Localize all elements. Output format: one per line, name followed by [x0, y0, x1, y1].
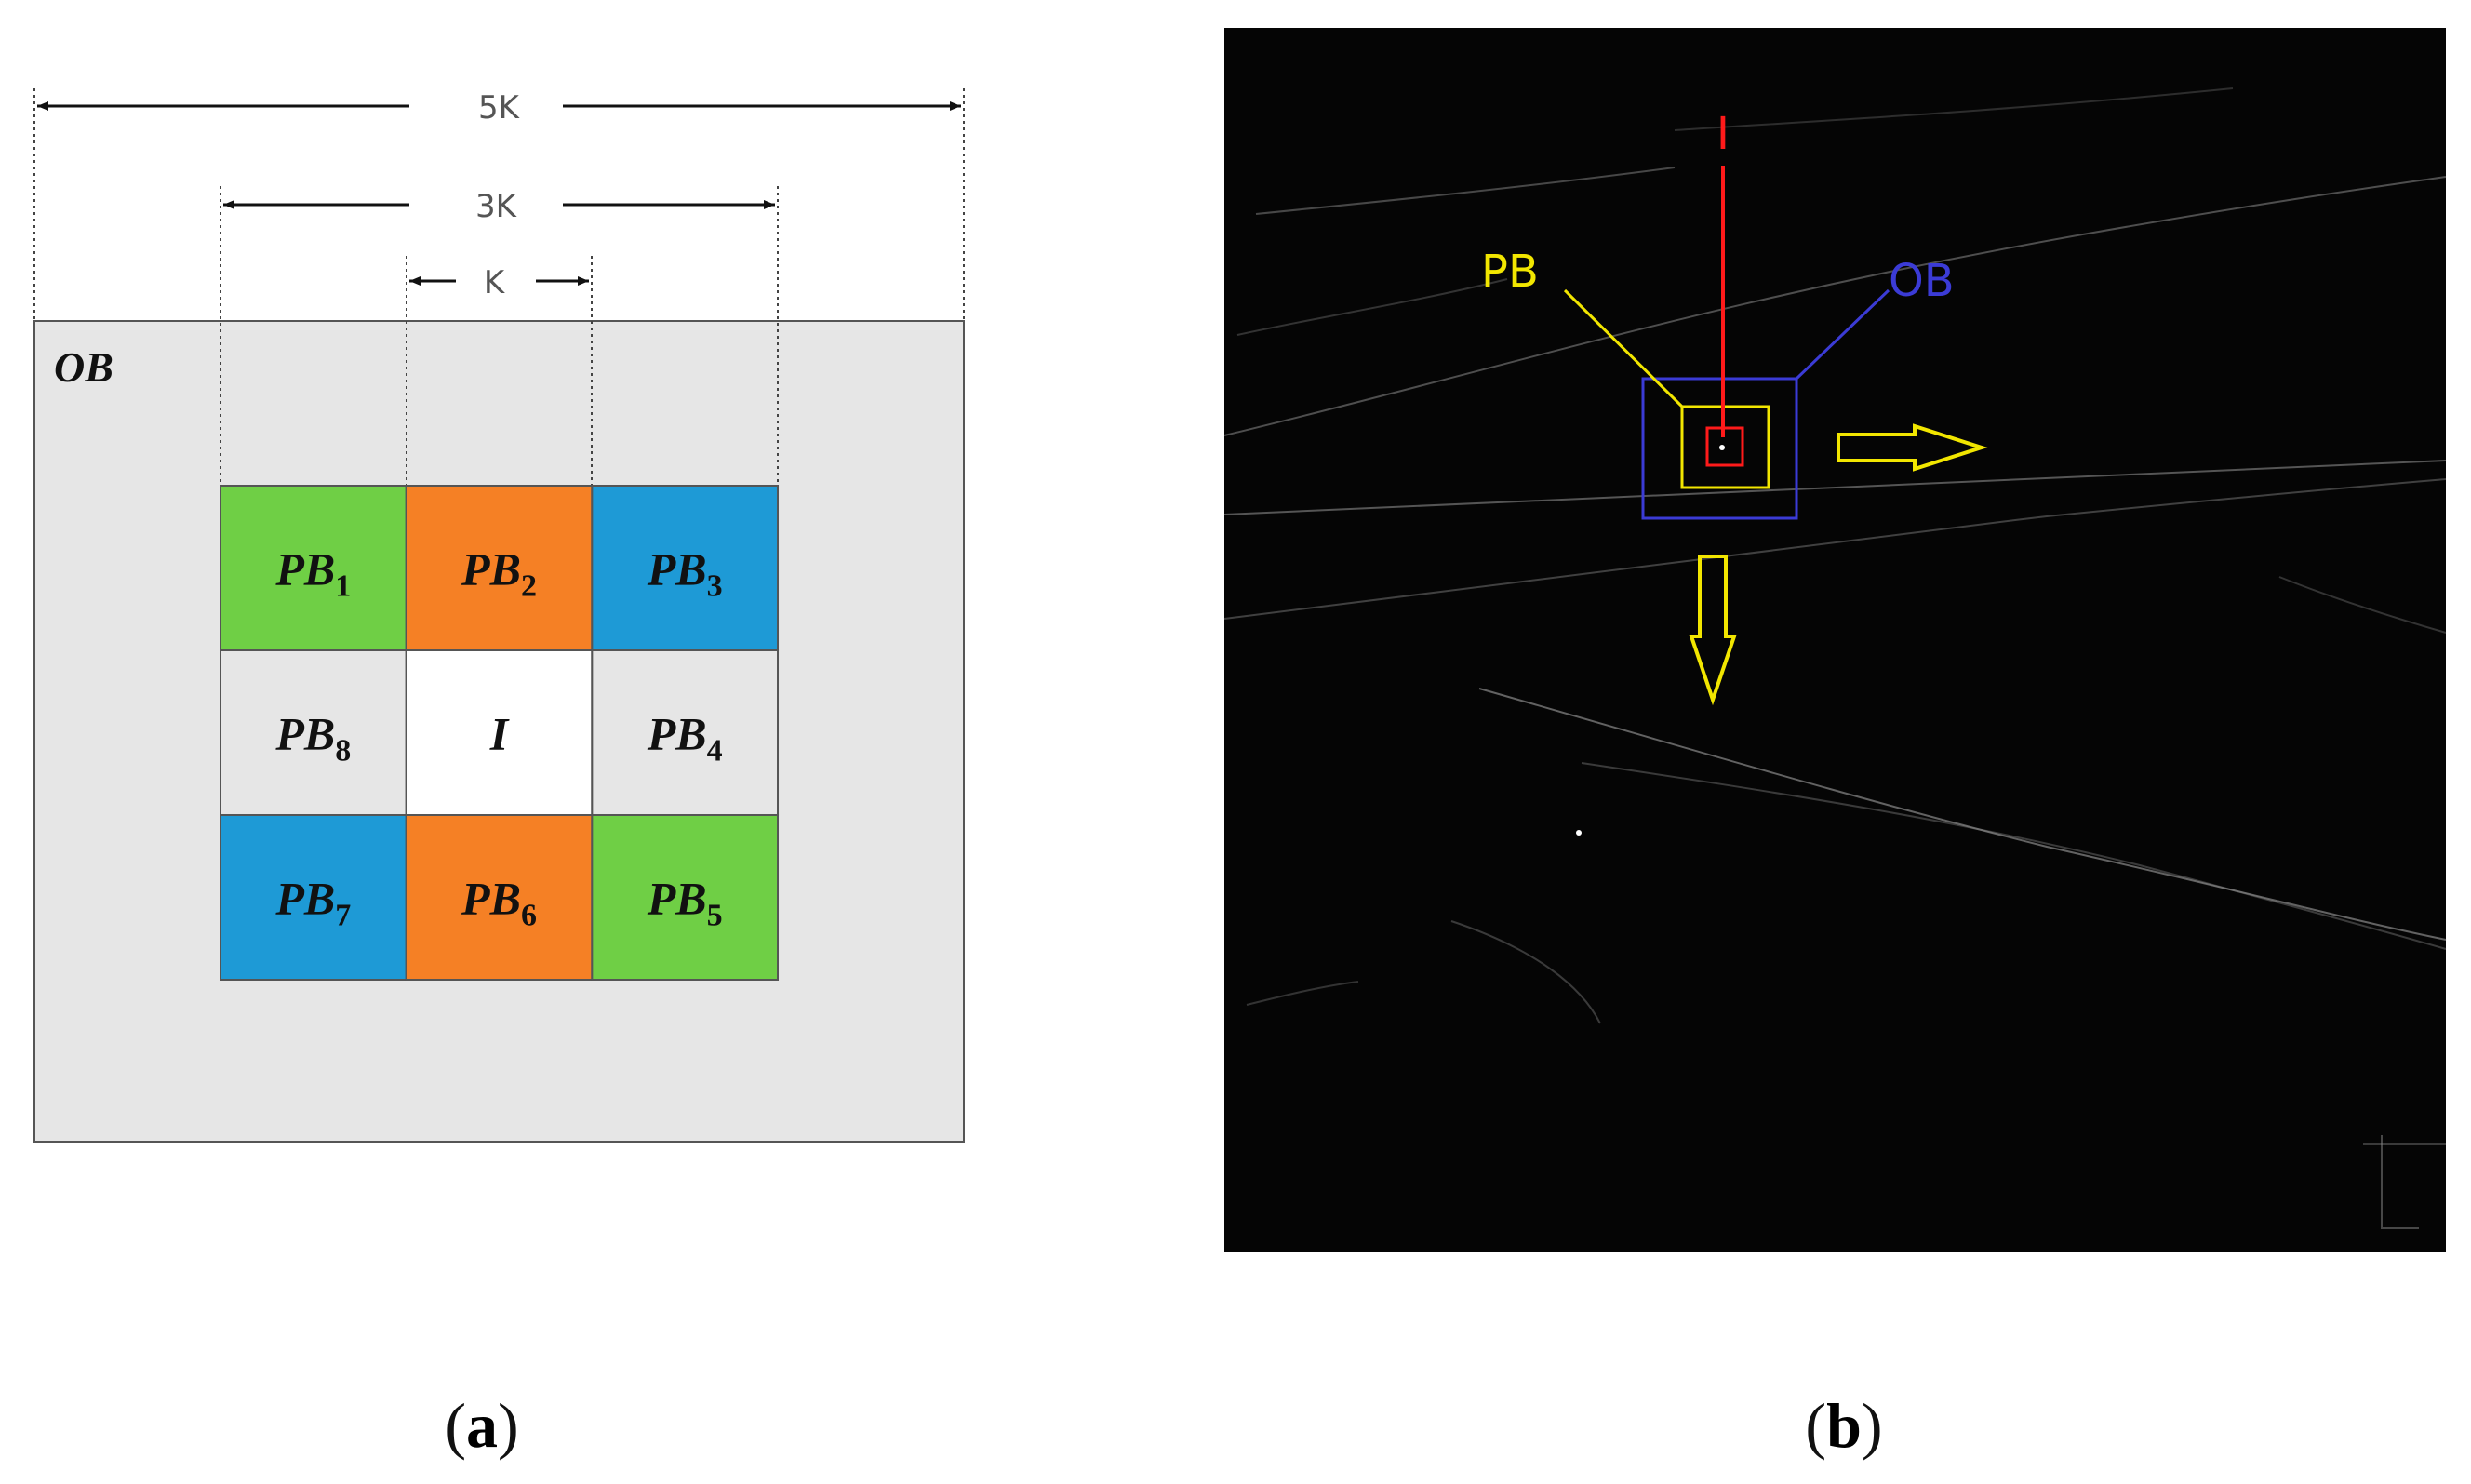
block-fill — [220, 814, 407, 981]
caption-b: (b) — [1805, 1390, 1882, 1461]
bright-pixel — [1576, 830, 1582, 836]
pattern-block-leader-line — [1563, 288, 1684, 408]
pattern-block-label: PB — [1481, 246, 1539, 298]
pattern-block-label-3: PB3 — [647, 543, 723, 604]
outer-block-label: OB — [54, 343, 114, 391]
outer-block-leader-line — [1795, 288, 1890, 381]
block-fill — [591, 649, 780, 816]
outer-block-box — [1641, 377, 1798, 520]
center-pixel-cell: I — [405, 649, 594, 816]
pattern-block-label-2: PB2 — [461, 543, 537, 604]
dimension-5k: 5K — [37, 89, 961, 127]
dimension-3k-label: 3K — [475, 188, 518, 225]
pattern-block-8: PB8 — [220, 649, 407, 816]
dimension-guides — [33, 88, 965, 486]
dimension-k: K — [409, 264, 589, 301]
pixel-label: I — [1716, 108, 1730, 160]
pattern-block-2: PB2 — [405, 485, 594, 651]
arrow-right-icon — [1837, 423, 1988, 472]
outer-block-label-b: OB — [1889, 255, 1955, 307]
pattern-block-label-4: PB4 — [647, 708, 723, 769]
block-fill — [405, 649, 594, 816]
pattern-block-4: PB4 — [591, 649, 780, 816]
pattern-block-label-7: PB7 — [274, 873, 351, 933]
block-fill — [405, 485, 594, 651]
dimension-5k-label: 5K — [478, 89, 521, 127]
dimension-3k: 3K — [223, 188, 775, 225]
pattern-block-label-1: PB1 — [274, 543, 351, 604]
pattern-block-label-6: PB6 — [461, 873, 537, 933]
dimension-k-label: K — [484, 264, 506, 301]
pattern-block-7: PB7 — [220, 814, 407, 981]
svg-text:(a): (a) — [445, 1390, 518, 1461]
caption-a: (a) — [445, 1390, 518, 1461]
block-fill — [591, 814, 780, 981]
block-fill — [220, 649, 407, 816]
panel-b: I PB OB — [1223, 28, 2447, 1252]
block-fill — [220, 485, 407, 651]
svg-text:(b): (b) — [1805, 1390, 1882, 1461]
center-pixel-label: I — [489, 708, 510, 760]
pattern-block-3: PB3 — [591, 485, 780, 651]
pattern-block-box — [1680, 405, 1770, 489]
pattern-block-1: PB1 — [220, 485, 407, 651]
block-fill — [591, 485, 780, 651]
pattern-block-label-8: PB8 — [274, 708, 351, 769]
pattern-block-label-5: PB5 — [647, 873, 723, 933]
arrow-down-icon — [1689, 555, 1737, 706]
center-pixel — [1719, 445, 1725, 450]
pattern-block-5: PB5 — [591, 814, 780, 981]
edge-image — [1224, 28, 2446, 1252]
pattern-block-6: PB6 — [405, 814, 594, 981]
block-fill — [405, 814, 594, 981]
